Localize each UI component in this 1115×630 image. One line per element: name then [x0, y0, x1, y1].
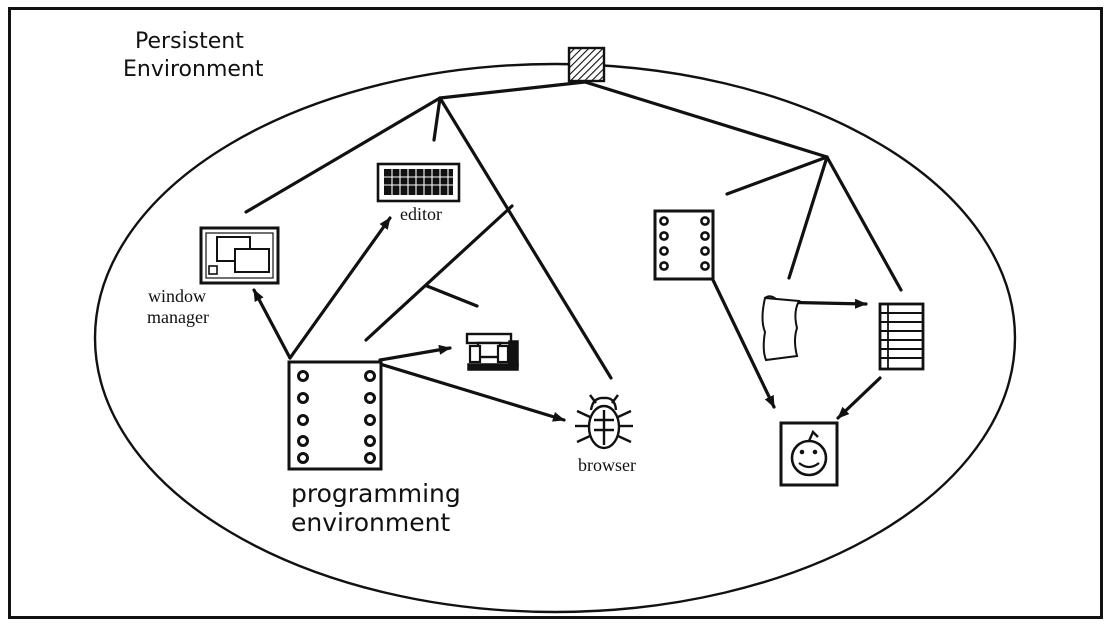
- ruled-list-icon: [878, 302, 925, 371]
- arrow-edges: [252, 216, 882, 422]
- edge-left-to-window-manager: [244, 96, 442, 214]
- tree-edges: [244, 80, 903, 380]
- region-title-line1: Persistent: [135, 29, 244, 54]
- programming-environment-label-line1: programming: [291, 479, 461, 508]
- edge-left-to-browser: [438, 96, 613, 380]
- vise-icon: [465, 332, 519, 371]
- arrow-to-browser: [378, 362, 566, 422]
- region-title-line2: Environment: [123, 57, 264, 82]
- edge-subbranch-stub: [425, 284, 479, 308]
- edge-right-to-card: [725, 155, 829, 196]
- scroll-icon: [761, 295, 801, 362]
- arrow-to-tool: [378, 344, 452, 362]
- program-card-icon: [653, 209, 715, 281]
- arrow-to-window-manager: [252, 288, 292, 360]
- edge-left-to-editor: [432, 96, 442, 142]
- programming-environment-label-line2: environment: [291, 508, 451, 537]
- editor-label: editor: [400, 204, 442, 224]
- edge-root-left-branch: [438, 80, 587, 100]
- arrow-card-to-face: [711, 278, 776, 409]
- edge-subbranch: [364, 204, 514, 342]
- edge-root-right-branch: [583, 80, 829, 159]
- keyboard-icon: [376, 162, 461, 203]
- edge-right-to-scroll: [787, 155, 829, 280]
- figure-border: [8, 7, 1103, 619]
- window-manager-icon: [199, 226, 280, 285]
- smiley-face-icon: [779, 421, 839, 487]
- bug-icon: [575, 394, 633, 450]
- arrow-list-to-face: [836, 376, 882, 420]
- window-manager-label-line1: window: [148, 286, 206, 306]
- arrow-to-editor: [288, 216, 392, 360]
- persistent-environment-boundary: [93, 62, 1017, 614]
- browser-label: browser: [578, 455, 636, 475]
- window-manager-label-line2: manager: [147, 307, 209, 327]
- program-card-icon: [287, 360, 383, 471]
- hatched-root-icon: [567, 46, 606, 83]
- edge-right-to-list: [825, 155, 903, 292]
